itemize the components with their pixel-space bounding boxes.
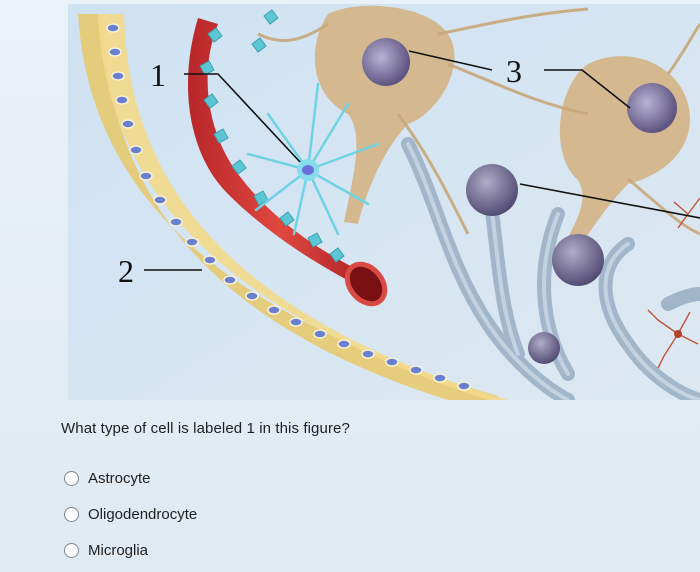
option-label: Oligodendrocyte <box>88 505 198 523</box>
figure-label-1: 1 <box>150 57 166 93</box>
question-text: What type of cell is labeled 1 in this f… <box>61 420 350 437</box>
option-microglia[interactable]: Microglia <box>64 532 197 568</box>
figure-label-3: 3 <box>506 53 522 89</box>
neuroglia-figure: 1 2 3 <box>68 4 700 400</box>
option-label: Astrocyte <box>88 469 151 487</box>
figure-label-2: 2 <box>118 253 134 289</box>
figure-illustration: 1 2 3 <box>68 4 700 400</box>
radio-button[interactable] <box>64 542 79 558</box>
radio-button[interactable] <box>64 470 79 486</box>
option-astrocyte[interactable]: Astrocyte <box>64 460 197 496</box>
option-label: Microglia <box>88 541 149 559</box>
answer-options: Astrocyte Oligodendrocyte Microglia <box>64 460 197 568</box>
option-oligodendrocyte[interactable]: Oligodendrocyte <box>64 496 197 532</box>
radio-button[interactable] <box>64 506 79 522</box>
